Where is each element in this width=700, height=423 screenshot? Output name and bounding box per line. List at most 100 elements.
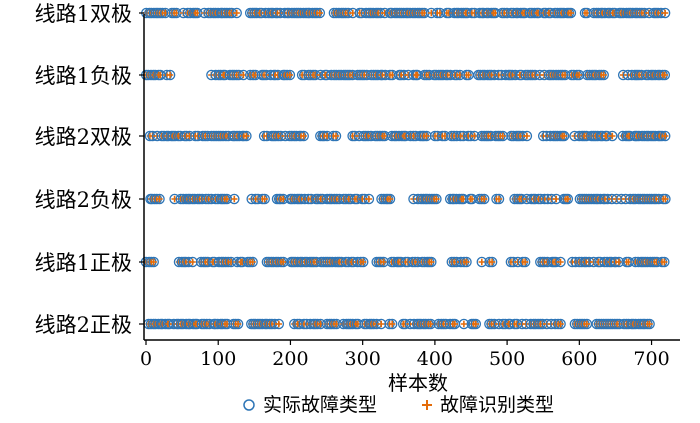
actual-fault-marker — [284, 69, 296, 81]
identified-fault-marker — [615, 258, 623, 266]
actual-fault-marker — [375, 318, 387, 330]
identified-fault-marker — [472, 320, 479, 328]
actual-fault-marker — [148, 256, 159, 268]
identified-fault-marker — [445, 9, 453, 17]
identified-fault-marker — [564, 195, 571, 203]
legend-plus-marker — [422, 400, 432, 410]
identified-fault-marker — [261, 195, 268, 203]
identified-fault-marker — [189, 258, 196, 266]
actual-fault-marker — [378, 256, 389, 268]
actual-fault-marker — [493, 193, 505, 205]
identified-fault-marker — [451, 320, 458, 328]
actual-fault-marker — [565, 7, 577, 19]
actual-fault-marker — [555, 318, 566, 330]
identified-fault-marker — [661, 71, 668, 79]
identified-fault-marker — [560, 132, 568, 140]
actual-fault-marker — [659, 69, 671, 81]
identified-fault-marker — [186, 132, 193, 140]
y-category-label: 线路2正极 — [35, 313, 132, 337]
identified-fault-marker — [661, 258, 668, 266]
actual-fault-marker — [573, 69, 585, 81]
identified-fault-marker — [249, 258, 256, 266]
actual-fault-marker — [164, 69, 176, 81]
actual-fault-marker — [357, 256, 369, 268]
identified-fault-marker — [495, 195, 503, 203]
legend-circle-marker — [243, 399, 255, 411]
identified-fault-marker — [575, 71, 583, 79]
chart-marks — [140, 7, 671, 330]
actual-fault-marker — [659, 256, 670, 268]
y-category-label: 线路1双极 — [35, 2, 132, 26]
identified-fault-marker — [460, 320, 468, 328]
identified-fault-marker — [243, 132, 250, 140]
legend-label-identified: 故障识别类型 — [440, 394, 554, 416]
actual-fault-marker — [314, 7, 326, 19]
actual-fault-marker — [241, 130, 252, 142]
identified-fault-marker — [662, 195, 669, 203]
actual-fault-marker — [229, 193, 240, 205]
actual-fault-marker — [607, 130, 618, 142]
x-axis-title: 样本数 — [388, 371, 448, 395]
identified-fault-marker — [386, 195, 394, 203]
y-category-label: 线路2负极 — [35, 188, 132, 212]
identified-fault-marker — [156, 195, 163, 203]
actual-fault-marker — [644, 318, 655, 330]
identified-fault-marker — [233, 9, 240, 17]
actual-fault-marker — [363, 193, 375, 205]
identified-fault-marker — [518, 195, 525, 203]
x-tick-label: 600 — [561, 348, 597, 370]
actual-fault-marker — [659, 7, 671, 19]
x-tick-label: 300 — [345, 348, 381, 370]
actual-fault-marker — [659, 130, 671, 142]
actual-fault-marker — [660, 193, 671, 205]
identified-fault-marker — [360, 258, 367, 266]
x-tick-label: 0 — [140, 348, 152, 370]
identified-fault-marker — [557, 320, 564, 328]
actual-fault-marker — [187, 256, 198, 268]
identified-fault-marker — [662, 132, 669, 140]
legend-label-actual: 实际故障类型 — [263, 394, 377, 416]
y-category-label: 线路1正极 — [35, 251, 132, 275]
actual-fault-marker — [259, 193, 270, 205]
x-tick-label: 700 — [633, 348, 669, 370]
identified-fault-marker — [471, 132, 478, 140]
actual-fault-marker — [330, 130, 342, 142]
identified-fault-marker — [488, 258, 496, 266]
actual-fault-marker — [598, 69, 609, 81]
y-category-label: 线路2双极 — [35, 125, 132, 149]
identified-fault-marker — [433, 195, 440, 203]
identified-fault-marker — [521, 258, 529, 266]
identified-fault-marker — [583, 320, 591, 328]
identified-fault-marker — [280, 258, 287, 266]
identified-fault-marker — [365, 195, 373, 203]
actual-fault-marker — [521, 130, 533, 142]
identified-fault-marker — [378, 320, 385, 328]
actual-fault-marker — [231, 7, 242, 19]
identified-fault-marker — [609, 132, 616, 140]
actual-fault-marker — [384, 193, 396, 205]
actual-fault-marker — [558, 130, 570, 142]
legend: 实际故障类型 故障识别类型 — [243, 394, 554, 416]
identified-fault-marker — [332, 132, 340, 140]
identified-fault-marker — [646, 320, 653, 328]
x-tick-label: 500 — [489, 348, 525, 370]
actual-fault-marker — [486, 256, 498, 268]
actual-fault-marker — [519, 256, 531, 268]
actual-fault-marker — [154, 193, 165, 205]
identified-fault-marker — [600, 71, 607, 79]
identified-fault-marker — [275, 320, 282, 328]
actual-fault-marker — [555, 256, 566, 268]
legend-plus-glyph — [422, 400, 432, 410]
identified-fault-marker — [603, 132, 610, 140]
actual-fault-marker — [562, 193, 574, 205]
identified-fault-marker — [389, 320, 396, 328]
identified-fault-marker — [499, 132, 506, 140]
x-tick-label: 100 — [200, 348, 236, 370]
actual-fault-marker — [478, 193, 490, 205]
identified-fault-marker — [427, 320, 434, 328]
identified-fault-marker — [523, 132, 531, 140]
identified-fault-marker — [300, 132, 307, 140]
identified-fault-marker — [239, 258, 246, 266]
